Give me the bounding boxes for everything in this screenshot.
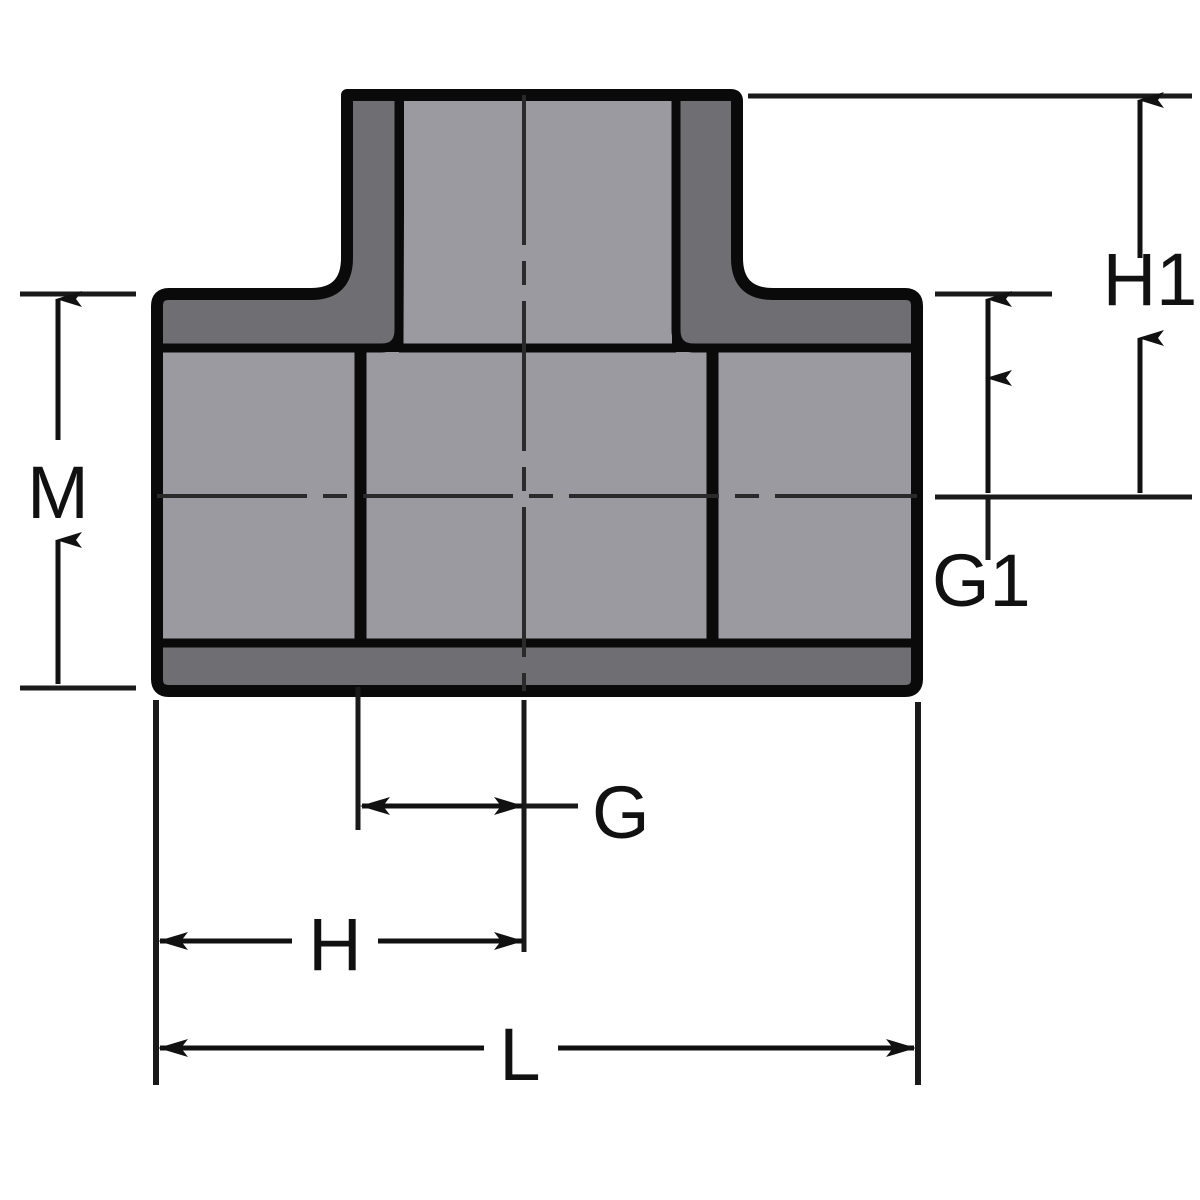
branch-left-wall-wedge [347,101,399,348]
dimension-H: H [153,700,524,1085]
L-label: L [499,1013,540,1096]
dimension-L: L [158,702,921,1096]
branch-bore-fill [404,99,672,344]
H1-label: H1 [1103,238,1198,321]
left-socket-step-outline [162,343,364,648]
branch-bore-outline-right [671,95,716,643]
dimension-M: M [20,291,136,691]
M-label: M [27,451,89,534]
dimension-G: G [355,687,650,952]
branch-right-wall-wedge [676,101,737,348]
branch-bore-outline [357,95,404,643]
H-label: H [308,903,361,986]
G1-label: G1 [932,539,1031,622]
G-label: G [592,771,650,854]
centerlines-group [157,95,917,691]
bottom-wall-band [162,643,912,685]
fitting-body-group [151,89,923,697]
dimension-H1: H1 [748,92,1198,500]
tee-outline-final [151,89,923,697]
dimension-G1: G1 [932,291,1052,622]
